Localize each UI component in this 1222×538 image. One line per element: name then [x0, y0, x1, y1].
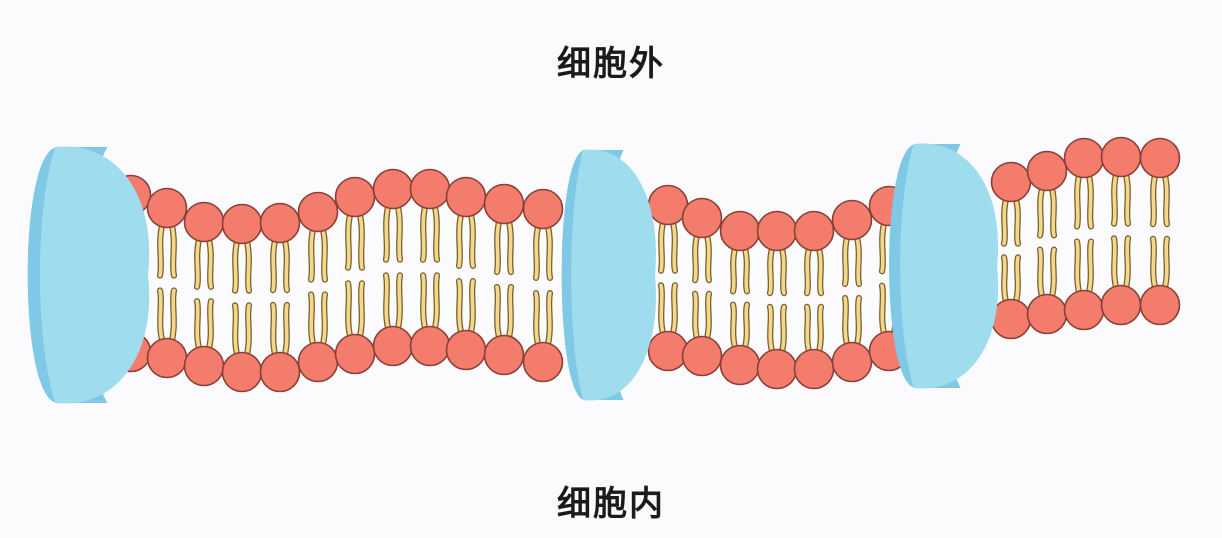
lipid-tail-pair-lower — [766, 303, 788, 359]
phosphate-head-lower — [522, 341, 564, 383]
lipid-tail-pair-upper — [841, 230, 863, 287]
lipid-tail-pair-lower — [493, 283, 515, 345]
phosphate-head-lower — [334, 333, 376, 375]
phosphate-head-upper — [756, 210, 798, 252]
lipid-tail-pair-lower — [691, 290, 713, 346]
lipid-tail-pair-lower — [532, 290, 554, 352]
phosphate-head-upper — [146, 187, 188, 229]
phosphate-head-upper — [297, 191, 339, 233]
protein-body — [900, 143, 999, 389]
lipid-tail-pair-upper — [419, 199, 441, 263]
phosphate-head-upper — [647, 184, 689, 226]
phosphate-head-lower — [1026, 293, 1068, 335]
lipid-tail-pair-lower — [729, 301, 751, 355]
phosphate-head-upper — [681, 197, 723, 239]
phosphate-head-lower — [990, 298, 1032, 340]
phosphate-head-lower — [259, 351, 301, 393]
phosphate-head-upper — [719, 210, 761, 252]
phosphate-head-upper — [372, 168, 414, 210]
phosphate-head-upper — [831, 199, 873, 241]
lipid-tail-pair-upper — [1036, 181, 1058, 239]
phosphate-head-upper — [483, 183, 525, 225]
lipid-tail-pair-lower — [193, 298, 215, 356]
lipid-tail-pair-upper — [657, 215, 679, 274]
lipid-tail-pair-upper — [231, 234, 253, 294]
phosphate-head-lower — [756, 348, 798, 390]
lipid-tail-pair-lower — [419, 272, 441, 336]
phosphate-head-upper — [1063, 137, 1105, 179]
intracellular-label: 细胞内 — [557, 484, 665, 524]
protein-body — [39, 146, 150, 404]
lipid-tail-pair-upper — [382, 199, 404, 263]
phosphate-head-lower — [445, 329, 487, 371]
phosphate-head-upper — [183, 201, 225, 243]
lipid-tail-pair-upper — [729, 241, 751, 295]
membrane-proteins-layer — [27, 143, 999, 404]
membrane-protein-left — [27, 146, 150, 404]
lipid-tail-pair-lower — [803, 303, 825, 359]
membrane-protein-middle — [561, 149, 656, 401]
lipid-tail-pair-upper — [269, 233, 291, 294]
phosphate-head-lower — [483, 334, 525, 376]
phosphate-head-lower — [719, 344, 761, 386]
lipid-tail-pair-upper — [1000, 192, 1022, 247]
lipid-tail-pair-upper — [1073, 168, 1095, 230]
phosphate-head-lower — [1139, 284, 1181, 326]
lipid-tail-pair-lower — [307, 291, 329, 352]
phosphate-head-upper — [1026, 150, 1068, 192]
lipid-tail-pair-lower — [1110, 235, 1132, 295]
lipid-tail-pair-lower — [455, 278, 477, 340]
phosphate-head-lower — [297, 341, 339, 383]
lipid-tail-pair-upper — [691, 228, 713, 284]
lipid-tail-pair-lower — [231, 302, 253, 362]
lipid-tail-pair-upper — [307, 222, 329, 283]
membrane-protein-right — [889, 143, 999, 389]
phosphate-head-upper — [259, 202, 301, 244]
phosphate-head-upper — [522, 188, 564, 230]
lipid-tail-pair-lower — [841, 295, 863, 352]
protein-body — [571, 149, 656, 401]
phosphate-head-upper — [409, 168, 451, 210]
lipid-tail-pair-lower — [1149, 235, 1171, 295]
phosphate-head-upper — [334, 176, 376, 218]
lipid-tail-pair-lower — [1000, 254, 1022, 309]
lipid-tail-pair-upper — [766, 241, 788, 297]
lipid-tail-pair-lower — [657, 282, 679, 341]
lipid-tail-pair-upper — [493, 214, 515, 276]
phosphate-head-lower — [793, 348, 835, 390]
lipid-tail-pair-upper — [156, 218, 178, 279]
phosphate-head-lower — [409, 325, 451, 367]
phosphate-head-lower — [1100, 284, 1142, 326]
extracellular-label: 细胞外 — [557, 44, 665, 84]
lipid-tail-pair-lower — [382, 272, 404, 336]
phosphate-head-upper — [221, 203, 263, 245]
lipid-tail-pair-lower — [1073, 238, 1095, 300]
lipid-tail-pair-lower — [269, 301, 291, 362]
lipid-tail-pair-upper — [1110, 167, 1132, 227]
phosphate-head-lower — [221, 351, 263, 393]
phosphate-head-lower — [681, 335, 723, 377]
lipid-tail-pair-upper — [193, 232, 215, 290]
lipid-tail-pair-upper — [455, 207, 477, 269]
lipid-tail-pair-upper — [532, 219, 554, 281]
phosphate-head-lower — [647, 330, 689, 372]
phosphate-head-upper — [1139, 137, 1181, 179]
lipid-tail-pair-upper — [803, 241, 825, 297]
phosphate-head-lower — [831, 341, 873, 383]
lipid-tail-pair-upper — [1149, 168, 1171, 228]
phosphate-head-lower — [1063, 289, 1105, 331]
phosphate-head-upper — [990, 161, 1032, 203]
phosphate-head-lower — [372, 325, 414, 367]
phosphate-head-upper — [445, 176, 487, 218]
lipid-tail-pair-upper — [344, 207, 366, 271]
lipid-tail-pair-lower — [156, 287, 178, 348]
phosphate-head-upper — [1100, 136, 1142, 178]
phosphate-head-lower — [146, 337, 188, 379]
lipid-tail-pair-lower — [1036, 246, 1058, 304]
phosphate-head-upper — [793, 210, 835, 252]
phosphate-head-lower — [183, 345, 225, 387]
lipid-tail-pair-lower — [344, 280, 366, 344]
